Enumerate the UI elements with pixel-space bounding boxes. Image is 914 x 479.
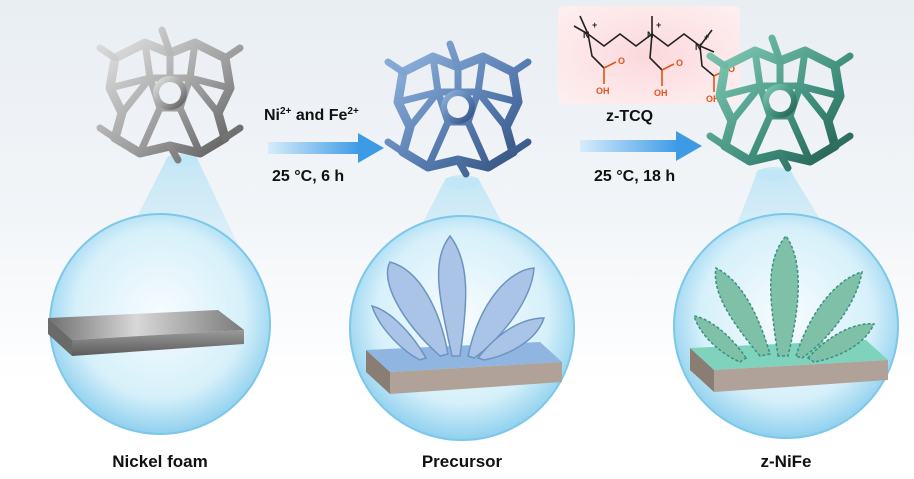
- step-2-arrow: [580, 131, 702, 161]
- z-nife-3d-structure: [710, 38, 850, 168]
- nickel-foam-group: [48, 30, 271, 435]
- step-2-reagent: z-TCQ: [606, 108, 654, 125]
- atom-oh-2: OH: [654, 88, 668, 98]
- precursor-nanosheets: [370, 234, 546, 361]
- nickel-foam-plate: [48, 310, 244, 356]
- atom-oh-3: OH: [706, 94, 720, 104]
- precursor-3d-structure: [388, 44, 528, 174]
- step-1-arrow: [268, 133, 384, 163]
- nickel-foam-label: Nickel foam: [112, 452, 208, 471]
- atom-plus-1: +: [592, 20, 597, 30]
- z-nife-nanosheets: [692, 234, 876, 363]
- z-nife-label: z-NiFe: [760, 452, 812, 471]
- step-1-reagent-ni-charge: 2+: [280, 106, 292, 117]
- precursor-label: Precursor: [421, 452, 503, 471]
- step-1-reagent: Ni2+ and Fe2+: [264, 106, 359, 125]
- atom-oh-1: OH: [596, 86, 610, 96]
- step-1-reagent-ni: Ni: [264, 107, 280, 124]
- step-1-reagent-fe-charge: 2+: [347, 106, 359, 117]
- step-1-condition: 25 °C, 6 h: [272, 168, 345, 185]
- precursor-group: [349, 44, 575, 441]
- atom-o-2: O: [676, 58, 683, 68]
- z-tcq-atom-labels: N + N + N + O OH O OH O OH: [583, 20, 735, 104]
- atom-n-3: N: [695, 42, 702, 52]
- nickel-foam-3d-structure: [100, 30, 240, 160]
- step-2-condition: 25 °C, 18 h: [594, 168, 676, 185]
- atom-n-1: N: [583, 30, 590, 40]
- atom-plus-2: +: [656, 20, 661, 30]
- atom-plus-3: +: [704, 32, 709, 42]
- atom-o-3: O: [728, 64, 735, 74]
- step-1-reagent-fe: and Fe: [291, 107, 348, 124]
- atom-o-1: O: [618, 56, 625, 66]
- z-nife-group: [673, 38, 899, 439]
- atom-n-2: N: [647, 30, 654, 40]
